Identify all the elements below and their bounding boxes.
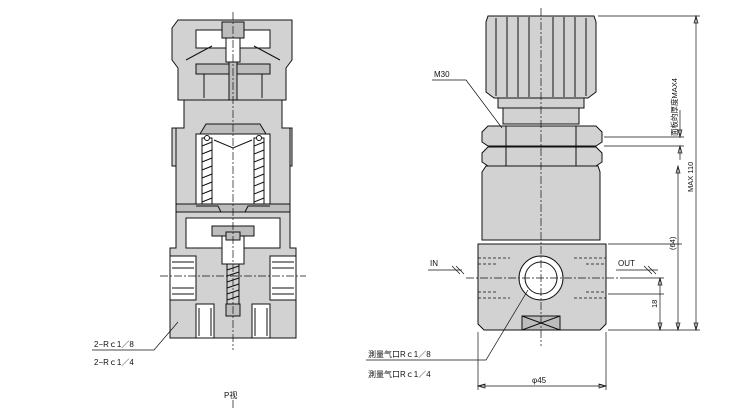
gauge-label-rc14: 測量气口Rｃ1／4 bbox=[368, 369, 431, 379]
port-label-rc18: 2−Rｃ1／8 bbox=[94, 340, 134, 349]
port-left bbox=[169, 255, 197, 301]
thread-m30-label: M30 bbox=[434, 70, 450, 79]
out-port-label: OUT bbox=[618, 259, 635, 268]
panel-thickness-label: 面板的厚度MAX4 bbox=[669, 78, 679, 136]
lock-nut-upper bbox=[481, 125, 603, 147]
port-label-rc14: 2−Rｃ1／4 bbox=[94, 358, 134, 367]
out-port-marker: OUT bbox=[616, 259, 658, 275]
view-p-label: P视 bbox=[224, 390, 237, 400]
bottom-port-left bbox=[195, 303, 215, 339]
lock-nut-lower bbox=[481, 146, 603, 167]
height-64-label: (64) bbox=[668, 236, 677, 250]
max-height-label: MAX 110 bbox=[686, 162, 695, 192]
port-thread-callout: 2−Rｃ1／8 2−Rｃ1／4 bbox=[92, 321, 179, 367]
gauge-port-callout: 測量气口Rｃ1／8 測量气口Rｃ1／4 bbox=[366, 289, 529, 379]
diameter-label: φ45 bbox=[532, 376, 547, 385]
bottom-port-right bbox=[251, 303, 271, 339]
port-right bbox=[269, 255, 297, 301]
view-p-marker: P视 bbox=[224, 390, 237, 408]
gauge-label-rc18: 測量气口Rｃ1／8 bbox=[368, 349, 431, 359]
diameter-dimension: φ45 bbox=[476, 332, 608, 390]
section-view bbox=[160, 12, 306, 350]
thread-m30-callout: M30 bbox=[432, 70, 503, 129]
external-view bbox=[466, 8, 618, 346]
height-18-label: 18 bbox=[650, 300, 659, 308]
in-port-label: IN bbox=[430, 259, 438, 268]
vertical-dimensions: MAX 110 面板的厚度MAX4 (64) 18 bbox=[598, 14, 700, 332]
in-port-marker: IN bbox=[428, 259, 465, 275]
